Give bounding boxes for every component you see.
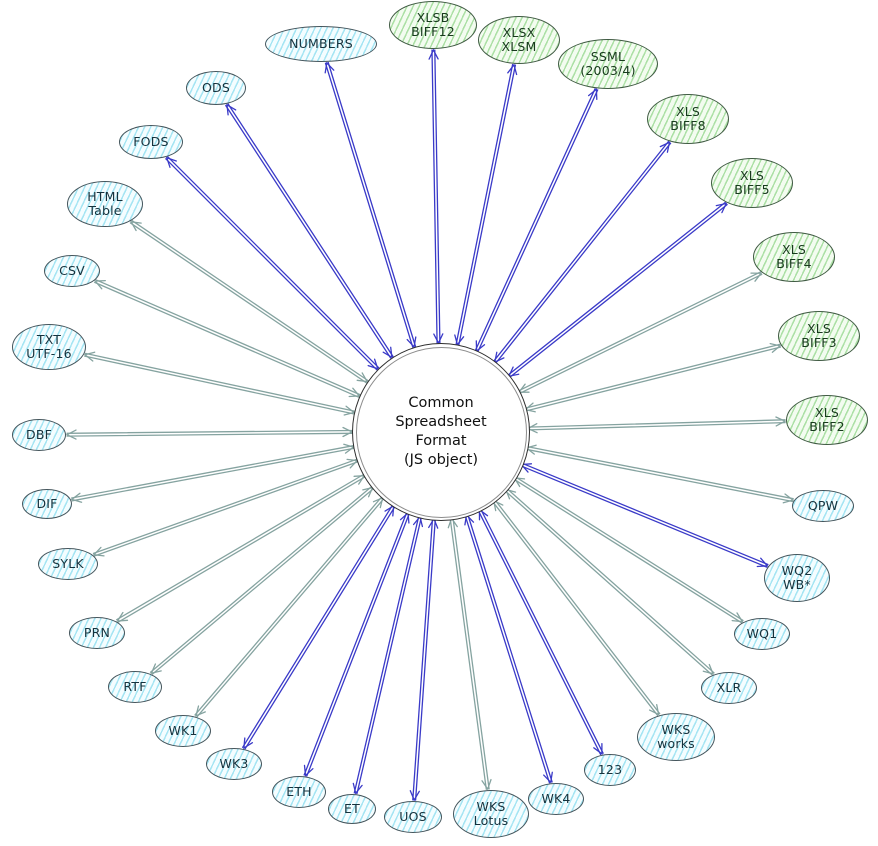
format-node-label: XLS BIFF4 (776, 242, 812, 271)
format-node-wk1: WK1 (155, 715, 211, 747)
format-node-sylk: SYLK (38, 548, 98, 580)
format-node-label: XLS BIFF2 (809, 405, 845, 434)
format-node-wk4: WK4 (528, 783, 584, 815)
format-node-wks-works: WKS works (637, 713, 715, 761)
format-node-label: ODS (202, 80, 230, 95)
format-node-uos: UOS (384, 801, 442, 833)
format-node-eth: ETH (272, 776, 326, 808)
format-node-label: UOS (399, 809, 427, 824)
format-node-label: CSV (59, 263, 85, 278)
edge-uos (409, 517, 439, 802)
format-node-label: XLS BIFF3 (801, 321, 837, 350)
format-node-xls-biff8: XLS BIFF8 (647, 94, 729, 144)
format-node-label: ETH (286, 784, 312, 799)
format-node-label: HTML Table (87, 189, 123, 218)
format-node-label: PRN (83, 625, 111, 640)
format-node-label: DIF (36, 496, 58, 511)
format-node-numbers: NUMBERS (265, 26, 377, 62)
format-node-xls-biff5: XLS BIFF5 (711, 158, 793, 208)
format-node-label: WK3 (219, 756, 249, 771)
format-node-prn: PRN (69, 617, 125, 649)
format-node-xls-biff2: XLS BIFF2 (786, 395, 868, 445)
format-node-rtf: RTF (108, 671, 162, 703)
format-node-label: WKS works (657, 722, 695, 751)
format-node-label: SSML (2003/4) (580, 49, 636, 78)
edge-sylk (92, 458, 359, 557)
format-node-et: ET (328, 794, 376, 824)
format-node-label: WQ1 (746, 626, 778, 641)
edge-rtf (149, 485, 375, 675)
edge-qpw (524, 444, 795, 504)
format-node-xlsb-biff12: XLSB BIFF12 (389, 1, 477, 49)
edge-ods (225, 103, 394, 359)
format-node-label: XLS BIFF8 (670, 104, 706, 133)
format-node-ods: ODS (186, 71, 246, 105)
edge-csv (93, 279, 361, 398)
format-node-label: SYLK (52, 556, 84, 571)
format-node-html-table: HTML Table (67, 181, 143, 227)
format-node-fods: FODS (119, 125, 183, 159)
format-node-label: ET (344, 801, 360, 816)
edge-wk3 (242, 504, 396, 750)
format-node-xlsx-xlsm: XLSX XLSM (478, 16, 560, 64)
edge-dif (70, 443, 355, 503)
format-node-wq2-wb: WQ2 WB* (764, 554, 830, 602)
format-node-123: 123 (584, 754, 636, 786)
edge-xlsx-xlsm (454, 63, 518, 347)
edge-et (352, 515, 424, 795)
edge-xlsb-biff12 (428, 48, 444, 345)
edge-dbf (65, 426, 354, 440)
edge-eth (303, 511, 410, 777)
edge-fods (165, 156, 380, 371)
format-node-label: NUMBERS (289, 36, 353, 51)
format-node-dbf: DBF (12, 419, 66, 451)
format-node-label: XLSX XLSM (501, 25, 537, 54)
format-node-csv: CSV (44, 255, 100, 287)
format-node-xlr: XLR (701, 672, 757, 704)
edge-xls-biff4 (517, 271, 763, 395)
format-node-wk3: WK3 (206, 748, 262, 780)
format-node-xls-biff4: XLS BIFF4 (753, 232, 835, 282)
format-node-label: TXT UTF-16 (26, 332, 72, 361)
edge-numbers (324, 61, 417, 349)
format-node-label: XLS BIFF5 (734, 168, 770, 197)
edge-123 (477, 508, 604, 756)
format-node-txt-utf16: TXT UTF-16 (12, 324, 86, 370)
format-node-label: RTF (123, 679, 147, 694)
format-node-label: XLSB BIFF12 (411, 10, 455, 39)
format-node-label: WQ2 WB* (781, 563, 813, 592)
format-node-label: 123 (597, 762, 623, 777)
edge-wk1 (194, 496, 385, 718)
format-node-ssml-2003-4: SSML (2003/4) (558, 39, 658, 89)
center-node: Common Spreadsheet Format (JS object) (352, 343, 530, 521)
format-node-label: WK1 (168, 723, 198, 738)
format-node-label: WK4 (541, 791, 571, 806)
center-node-label: Common Spreadsheet Format (JS object) (395, 395, 487, 468)
edge-xls-biff2 (526, 416, 787, 434)
format-node-wq1: WQ1 (734, 618, 790, 650)
format-node-label: QPW (807, 498, 839, 513)
format-node-label: FODS (133, 134, 169, 149)
edge-wk4 (464, 513, 553, 784)
format-node-xls-biff3: XLS BIFF3 (778, 311, 860, 361)
edge-html-table (129, 219, 369, 384)
format-node-dif: DIF (22, 489, 72, 519)
format-node-qpw: QPW (792, 490, 854, 522)
edge-xls-biff5 (507, 201, 728, 378)
edge-xls-biff3 (523, 342, 782, 413)
format-node-wks-lotus: WKS Lotus (453, 790, 529, 838)
format-node-label: DBF (26, 427, 52, 442)
format-node-label: WKS Lotus (473, 799, 509, 828)
edge-wks-lotus (447, 516, 492, 791)
edge-txt-utf16 (83, 351, 356, 416)
edge-wq2-wb (520, 462, 769, 568)
format-node-label: XLR (716, 680, 742, 695)
